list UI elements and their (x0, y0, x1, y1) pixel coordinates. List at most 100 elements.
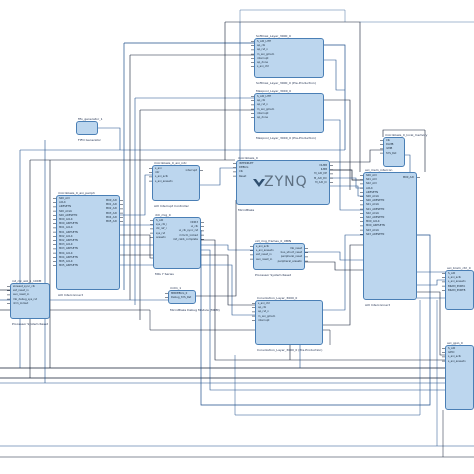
port-out: interrupt (185, 169, 197, 172)
block-caption: Convolution_Layer_3000_0 (Pre-Production… (257, 348, 323, 352)
block-caption: Softmax_Layer_3000_0 (Pre-Production) (256, 81, 316, 85)
port-out: M_AXI_DC (314, 176, 327, 180)
port-in: S_AXI (448, 272, 456, 275)
net-wire[interactable] (323, 234, 363, 311)
block-interconnect-left[interactable] (56, 195, 120, 290)
port-in: S03_ACLK (366, 228, 379, 232)
net-wire[interactable] (239, 9, 346, 22)
block-mdm[interactable] (168, 290, 196, 304)
net-wire[interactable] (200, 230, 431, 406)
net-wire[interactable] (98, 127, 121, 150)
port-in: BRAM_PORTA (448, 284, 466, 288)
port-in: BRAM_PORTB (448, 288, 466, 292)
port-out: peripheral_reset (280, 255, 302, 259)
block-local-mem[interactable] (383, 137, 405, 167)
block-softmax[interactable] (254, 38, 324, 78)
net-wire[interactable] (305, 261, 363, 271)
block-title: microblaze_0 (238, 156, 258, 160)
net-wire[interactable] (324, 44, 346, 150)
port-in: interrupt (257, 111, 269, 115)
port-in: m_axi_gmem (258, 314, 276, 318)
port-out: M04_AXI (105, 215, 117, 219)
net-wire[interactable] (201, 239, 474, 361)
port-in: ap_rst_n (257, 48, 268, 52)
port-in: M02_ARESETN (59, 239, 78, 242)
port-in: S01_ARESETN (366, 207, 385, 211)
port-in: ext_reset_in (13, 289, 29, 293)
net-wire[interactable] (330, 177, 363, 189)
block-maxpool[interactable] (254, 93, 324, 133)
net-wire[interactable] (324, 99, 351, 190)
net-wire[interactable] (417, 279, 445, 286)
block-title: axi_mem_intercon (365, 168, 393, 172)
net-wire[interactable] (382, 129, 425, 137)
block-sys-reset[interactable] (10, 283, 50, 319)
block-title: fifo_generator_1 (78, 117, 103, 121)
port-out: M00_AXI (105, 199, 117, 202)
port-in: s_axi_ctrl (257, 65, 270, 69)
net-wire[interactable] (120, 174, 152, 216)
port-in: S02_ARESETN (366, 216, 385, 219)
port-in: S_AXI_LITE (257, 40, 271, 43)
port-in: s_axi_aresetn (448, 280, 466, 284)
net-wire[interactable] (405, 154, 411, 172)
block-vid-ip[interactable] (253, 243, 305, 270)
net-wire[interactable] (200, 167, 236, 186)
net-wire[interactable] (330, 169, 363, 181)
port-in: s_axi (155, 167, 162, 170)
net-wire[interactable] (201, 249, 474, 391)
net-wire[interactable] (305, 251, 363, 261)
port-out: M02_AXI (105, 207, 117, 211)
block-caption: FIFO Generator (78, 138, 101, 142)
port-out: M_AXI_DP (314, 172, 327, 176)
port-in: dcm_locked (13, 301, 29, 305)
port-out: DLMB (319, 164, 327, 167)
block-title: Softmax_Layer_3000_0 (256, 34, 291, 38)
port-in: S02_ACLK (366, 211, 379, 215)
port-out: ILMB (320, 168, 327, 172)
port-in: S02_AXI (366, 182, 377, 186)
block-title: ddr_mig_0 (155, 213, 171, 217)
net-wire[interactable] (330, 185, 363, 197)
port-in: INTERRUPT (239, 162, 254, 165)
port-in: M01_ARESETN (59, 230, 78, 234)
net-wire[interactable] (417, 291, 445, 356)
port-out: mb_reset (289, 247, 302, 250)
port-in: M04_ARESETN (59, 255, 78, 259)
port-in: M04_ACLK (59, 251, 73, 255)
port-in: M00_ACLK (366, 220, 380, 224)
port-in: ap_clk (257, 44, 266, 48)
block-caption: MicroBlaze (238, 208, 255, 212)
block-caption: Maxpool_Layer_3000_0 (Pre-Production) (256, 136, 317, 140)
port-in: Clk (386, 139, 391, 142)
block-interconnect-right[interactable] (363, 172, 417, 300)
block-microblaze[interactable] (236, 160, 330, 205)
port-in: ARESETN (59, 205, 72, 209)
block-caption: AXI Interrupt Controller (154, 204, 189, 208)
port-in: m_axi_gmem (257, 52, 275, 56)
port-in: DLMB (386, 143, 394, 147)
port-in: ap_clk (257, 99, 266, 103)
block-convolution[interactable] (255, 300, 323, 345)
net-wire[interactable] (323, 244, 363, 326)
xilinx-mark-icon (253, 179, 265, 187)
port-in: S00_ARESETN (59, 213, 78, 217)
net-wire[interactable] (324, 119, 363, 211)
net-wire[interactable] (234, 300, 421, 416)
net-wire[interactable] (120, 234, 153, 259)
block-fifo-1[interactable] (76, 121, 98, 135)
net-wire[interactable] (324, 59, 345, 91)
port-in: mb_debug_sys_rst (13, 297, 37, 301)
block-title: axi_gpio_0 (447, 341, 463, 345)
block-title: microblaze_0_axi_periph (58, 191, 95, 195)
block-axi-gpio[interactable] (445, 345, 474, 410)
block-intc[interactable] (152, 165, 200, 201)
net-wire[interactable] (196, 200, 237, 297)
port-in: slowest_sync_clk (13, 285, 35, 288)
port-in: Reset (239, 174, 247, 178)
port-in: M03_ACLK (59, 243, 73, 247)
net-wire[interactable] (330, 149, 383, 163)
net-wire[interactable] (50, 309, 331, 345)
block-ddr-mig[interactable] (153, 217, 201, 269)
